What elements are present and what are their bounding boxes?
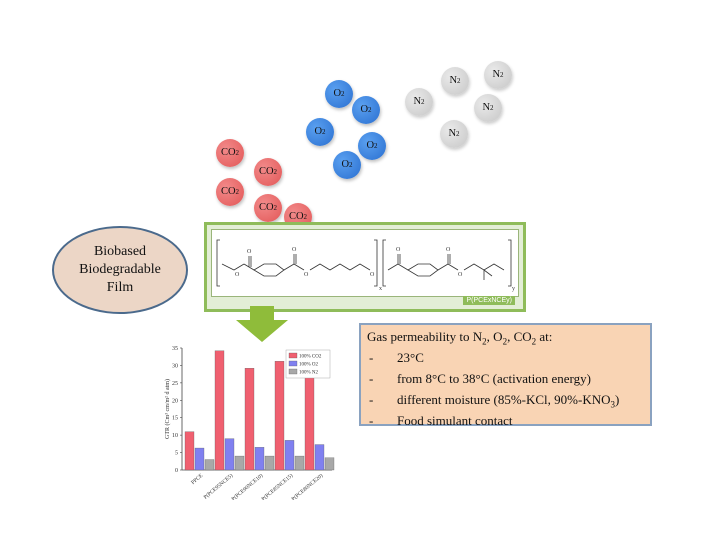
svg-text:y: y — [512, 286, 515, 292]
gas-permeability-info-box: Gas permeability to N2, O2, CO2 at: -23°… — [359, 323, 652, 428]
polymer-label: P(PCExNCEy) — [463, 296, 515, 305]
y-tick-label: 20 — [172, 398, 178, 404]
info-item: -from 8°C to 38°C (activation energy) — [369, 371, 591, 387]
y-tick-label: 25 — [172, 381, 178, 387]
legend-swatch — [288, 368, 298, 375]
y-tick-label: 10 — [172, 433, 178, 439]
bar-2 — [294, 455, 305, 471]
info-item: -different moisture (85%-KCl, 90%-KNO3) — [369, 392, 620, 410]
svg-text:O: O — [458, 272, 463, 278]
legend-label: 100% CO2 — [299, 355, 322, 360]
polymer-structure-box: O O O O O x O O O — [204, 222, 526, 312]
svg-text:O: O — [370, 272, 375, 278]
bar-2 — [204, 459, 215, 471]
bar-1 — [224, 438, 235, 471]
svg-text:O: O — [396, 247, 401, 253]
bar-0 — [244, 368, 255, 471]
svg-text:x: x — [379, 286, 382, 292]
x-tick-label: P(PCE95NCE5) — [202, 472, 234, 500]
bar-0 — [304, 374, 315, 471]
svg-text:O: O — [247, 249, 252, 255]
info-item: -Food simulant contact — [369, 413, 513, 429]
film-line-1: Biobased — [93, 244, 147, 259]
y-tick-label: 35 — [172, 346, 178, 352]
chemical-structure-drawing: O O O O O x O O O — [216, 239, 515, 292]
svg-text:O: O — [446, 247, 451, 253]
legend-swatch — [288, 352, 298, 359]
info-item: -23°C — [369, 350, 424, 366]
bar-2 — [234, 455, 245, 471]
x-tick-label: P(PCE90NCE10) — [230, 472, 264, 500]
y-tick-label: 30 — [172, 363, 178, 369]
legend-swatch — [288, 360, 298, 367]
bar-1 — [254, 447, 265, 471]
bar-2 — [324, 457, 335, 471]
svg-text:O: O — [304, 272, 309, 278]
info-title: Gas permeability to N2, O2, CO2 at: — [367, 329, 553, 347]
x-tick-label: P(PCE80NCE20) — [290, 472, 324, 500]
biobased-film-oval: Biobased Biodegradable Film — [52, 226, 188, 314]
x-tick-label: P(PCE85NCE15) — [260, 472, 294, 500]
bar-0 — [184, 431, 195, 471]
bar-2 — [264, 455, 275, 471]
y-axis-label: GTR (Cm³ cm/m² d atm) — [164, 379, 171, 439]
svg-text:O: O — [292, 247, 297, 253]
bar-1 — [284, 440, 295, 471]
legend-label: 100% N2 — [299, 371, 319, 376]
bar-0 — [274, 361, 285, 471]
bar-1 — [194, 447, 205, 471]
legend-label: 100% O2 — [299, 363, 319, 368]
film-line-3: Film — [106, 280, 134, 295]
y-tick-label: 0 — [175, 468, 178, 474]
down-arrow-icon — [236, 306, 288, 342]
y-tick-label: 15 — [172, 416, 178, 422]
film-line-2: Biodegradable — [79, 262, 161, 277]
chemical-structure: O O O O O x O O O — [211, 229, 519, 297]
y-tick-label: 5 — [175, 451, 178, 457]
svg-text:O: O — [235, 272, 240, 278]
x-tick-label: PPCE — [190, 473, 204, 486]
bar-1 — [314, 444, 325, 471]
bar-0 — [214, 350, 225, 471]
